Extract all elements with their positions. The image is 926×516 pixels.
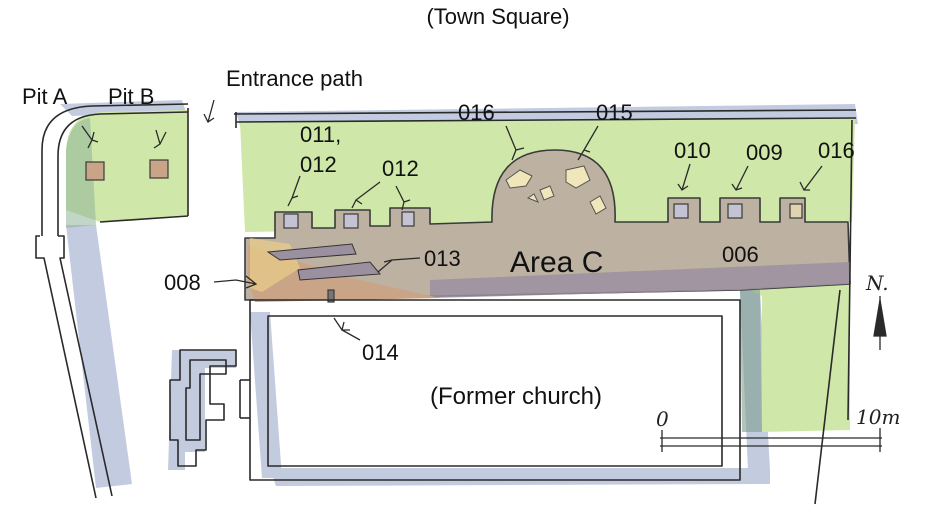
feature-012a-box (343, 213, 359, 229)
f010-leader (677, 163, 691, 191)
feature-009-label: 009 (746, 140, 783, 165)
town-square-label: (Town Square) (426, 4, 569, 29)
entrance-leader (203, 99, 215, 123)
trench-dark-band (430, 262, 850, 298)
church-shadow-bottom (270, 468, 770, 486)
feature-014-box (327, 289, 335, 303)
f014-leader (333, 317, 361, 341)
feature-014-label: 014 (362, 340, 399, 365)
left-wall-inner (58, 235, 113, 497)
feature-016-right-label: 016 (818, 138, 855, 163)
f013-leader (377, 257, 421, 273)
scale-zero-label: 0 (656, 407, 669, 431)
pit-area-boundary-outer (41, 103, 189, 236)
labels: (Town Square) Entrance path Pit A Pit B … (22, 4, 900, 431)
trench-main (244, 149, 851, 301)
scale-max-label: 10m (856, 405, 900, 429)
trench-rubble (248, 245, 440, 302)
annex-shadow (168, 350, 236, 470)
east-grass-shade (740, 290, 762, 432)
leaders (81, 99, 823, 341)
apse-stones (505, 165, 607, 215)
feature-012b-box (401, 211, 415, 227)
feature-013-label: 013 (424, 246, 461, 271)
east-lane-line (814, 289, 841, 505)
annex-inner (185, 359, 227, 441)
left-wall-shadow (66, 225, 132, 488)
feature-015-label: 015 (596, 100, 633, 125)
north-label: N. (865, 271, 889, 295)
pit-area-boundary-inner (57, 111, 189, 236)
f012a-leader (351, 181, 381, 209)
stone (505, 169, 533, 189)
feature-010-box (673, 203, 689, 219)
pit-area-shade (66, 118, 96, 228)
feature-006-label: 006 (722, 242, 759, 267)
pit-a-label: Pit A (22, 84, 68, 109)
pit-b-box (149, 159, 169, 179)
scale-bar (660, 428, 882, 452)
f015-leader (577, 125, 599, 161)
f008-leader (213, 275, 258, 289)
f016-right-leader (799, 165, 823, 191)
feature-009-box (727, 203, 743, 219)
feature-016-right-box (789, 203, 803, 219)
stone-slab-1 (266, 243, 357, 261)
area-c-label: Area C (510, 246, 603, 279)
feature-010-label: 010 (674, 138, 711, 163)
pit-area-grass (66, 110, 188, 222)
church-inner-wall (267, 315, 723, 467)
top-wall-line-1 (233, 109, 857, 115)
right-boundary (847, 119, 853, 421)
feature-016-top-label: 016 (458, 100, 495, 125)
stone (526, 193, 540, 203)
left-wall-outer (35, 235, 97, 499)
pit-a-box (85, 161, 105, 181)
f016-top-leader (505, 125, 525, 161)
pit-a-leader (81, 125, 99, 149)
north-arrow (873, 296, 887, 350)
church-outer-wall (249, 299, 741, 481)
pit-b-leader (153, 129, 167, 149)
east-grass (740, 280, 850, 432)
top-wall-line-2 (235, 117, 857, 123)
feature-008-label: 008 (164, 270, 201, 295)
entrance-path-label: Entrance path (226, 66, 363, 91)
f011-leader (287, 175, 301, 207)
outlines (35, 103, 857, 505)
features (85, 159, 803, 303)
feature-011-012-label-line1: 011, (300, 122, 341, 147)
trench-layer (244, 149, 851, 302)
pit-area-bottom (99, 215, 189, 223)
f009-leader (731, 165, 749, 191)
stone-slab-2 (297, 261, 382, 281)
stone (539, 185, 555, 201)
stone (589, 195, 607, 215)
f012b-leader (395, 185, 411, 211)
annex-outline (169, 349, 237, 467)
church-shadow-left (250, 312, 282, 478)
former-church-label: (Former church) (430, 383, 602, 410)
feature-011-012-box (283, 213, 299, 229)
feature-011-012-label-line2: 012 (300, 152, 337, 177)
pit-b-label: Pit B (108, 84, 154, 109)
stone (565, 165, 591, 189)
feature-012-label: 012 (382, 156, 419, 181)
north-arrow-head (873, 299, 887, 337)
